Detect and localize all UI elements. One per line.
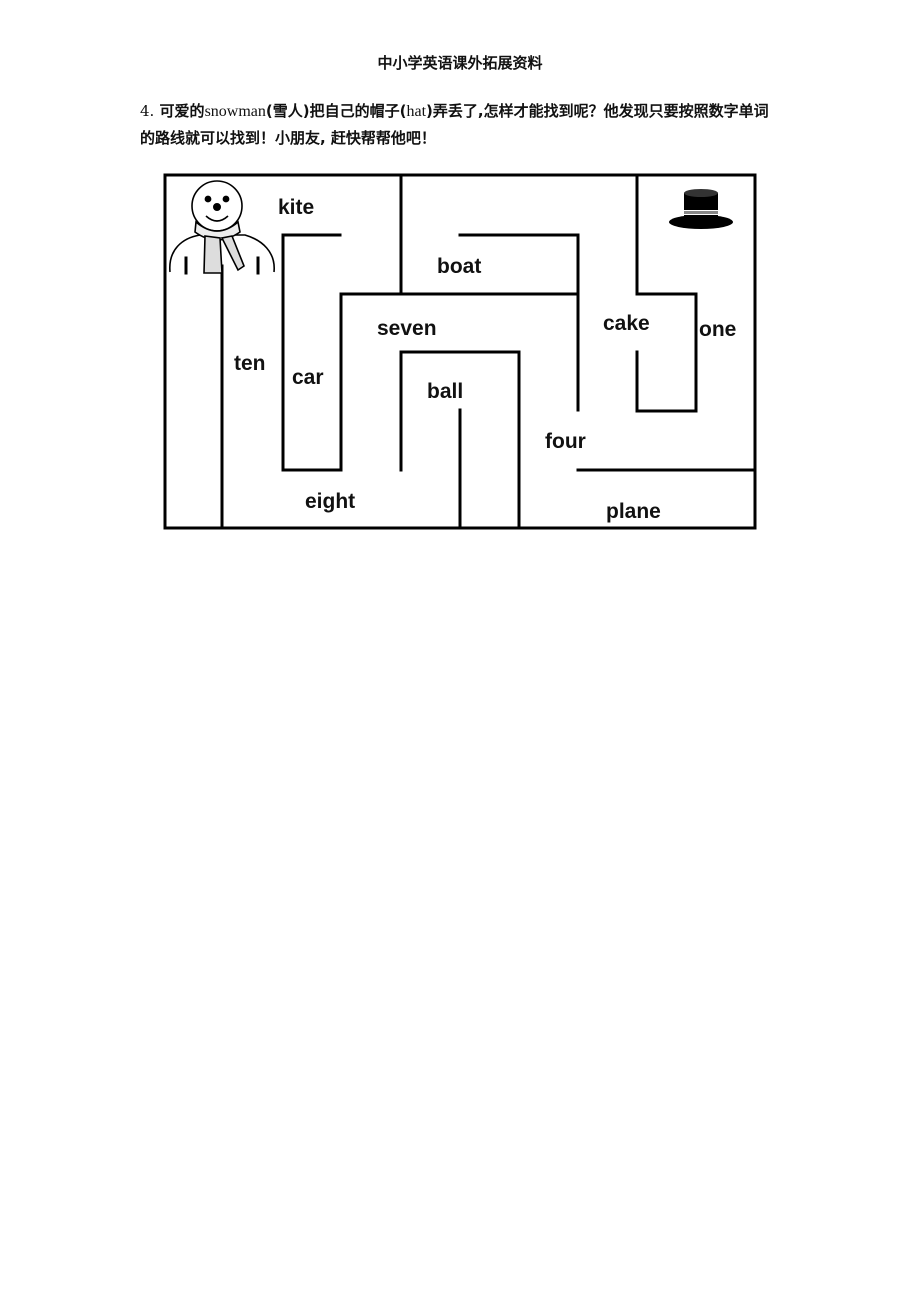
maze-walls [163,173,757,530]
top-hat-icon [669,189,733,229]
question-text-part2: (雪人)把自己的帽子( [265,102,407,120]
question-word-snowman: snowman [204,103,266,120]
maze-word-eight: eight [305,490,355,513]
document-header: 中小学英语课外拓展资料 [377,54,543,72]
maze-word-boat: boat [437,255,481,278]
maze-word-car: car [292,366,324,389]
question-number: 4. [140,102,155,120]
question-text-part3: )弄丢了,怎样才能找到呢？他发现只要按照数字单词的路线就可以找到！小朋友, 赶快… [140,102,769,147]
maze-word-kite: kite [278,196,314,219]
snowman-icon [169,180,275,275]
question-text-part1: 可爱的 [159,102,205,120]
maze-word-cake: cake [603,312,650,335]
maze-word-plane: plane [606,500,661,523]
maze-word-ten: ten [234,352,266,375]
maze-word-seven: seven [377,317,437,340]
question-word-hat: hat [406,103,427,120]
maze-word-ball: ball [427,380,463,403]
maze-word-four: four [545,430,586,453]
maze-word-one: one [699,318,736,341]
question-text: 4. 可爱的snowman(雪人)把自己的帽子(hat)弄丢了,怎样才能找到呢？… [140,98,780,151]
